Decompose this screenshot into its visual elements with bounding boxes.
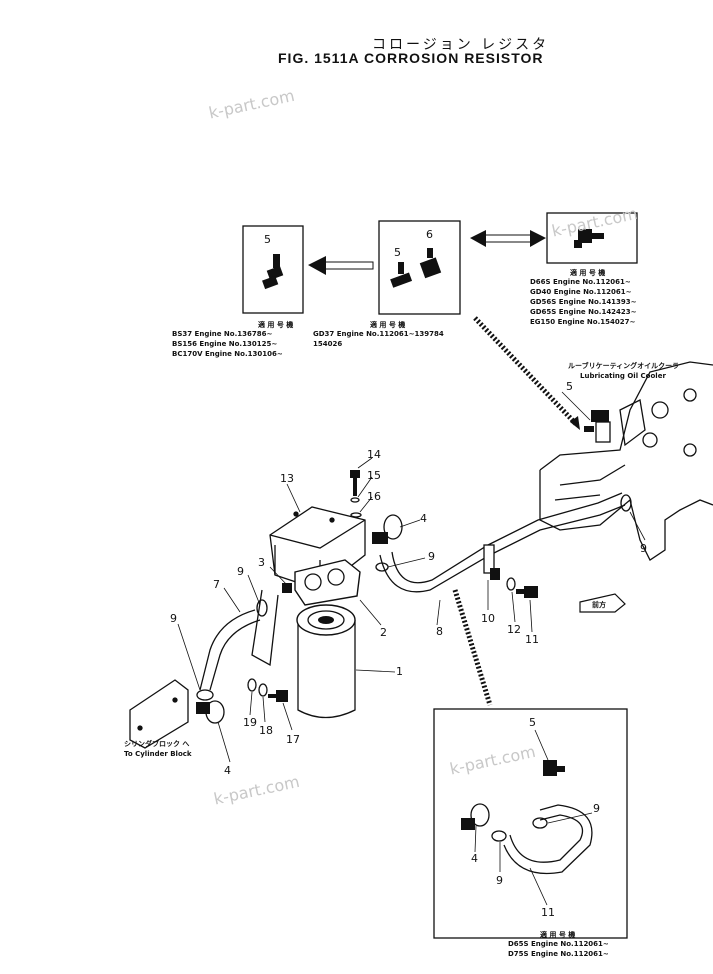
applicability-right-row: GD40 Engine No.112061~: [530, 288, 632, 296]
callout-number: 15: [367, 469, 381, 482]
clamp-part-9-left: [196, 689, 214, 701]
fitting-part-5-cooler: [584, 410, 611, 443]
callout-number: 5: [566, 380, 573, 393]
applicability-right-row: EG150 Engine No.154027~: [530, 318, 636, 326]
clamp-part-9-mid: [256, 599, 268, 617]
callout-number: 11: [525, 633, 539, 646]
applicability-center-row: 154026: [313, 340, 343, 348]
callout-number: 12: [507, 623, 521, 636]
applicability-right-row: D66S Engine No.112061~: [530, 278, 631, 286]
applicability-right-row: GD56S Engine No.141393~: [530, 298, 637, 306]
fitting-part-5-left: [262, 254, 284, 290]
callout-number: 19: [243, 716, 257, 729]
callout-number: 1: [396, 665, 403, 678]
inset-box-right: [546, 212, 638, 264]
callout-number: 9: [496, 874, 503, 887]
callout-number: 8: [436, 625, 443, 638]
valve-part-4-lower: [196, 700, 225, 724]
callout-number: 5: [264, 233, 271, 246]
filter-part-1: [296, 604, 356, 719]
oil-cooler-label: Lubricating Oil Cooler: [580, 372, 666, 380]
cylinder-block-label-jp: シリンダブロック へ: [124, 740, 190, 748]
applicability-left-row: BS156 Engine No.130125~: [172, 340, 278, 348]
leader-lines: [177, 391, 646, 906]
applicability-left-row: BS37 Engine No.136786~: [172, 330, 273, 338]
applicability-right-header: 適 用 号 機: [570, 269, 606, 277]
callout-number: 10: [481, 612, 495, 625]
bolt-part-17: [268, 690, 288, 702]
callout-number: 5: [529, 716, 536, 729]
callout-number: 9: [640, 542, 647, 555]
callout-number: 4: [420, 512, 427, 525]
fitting-part-6-center: [419, 248, 442, 279]
arrow-to-left-inset: [308, 256, 374, 275]
elbow-fitting-right: [574, 229, 604, 248]
cylinder-block-label: To Cylinder Block: [124, 750, 192, 758]
hose-part-7: [199, 609, 261, 691]
callout-number: 4: [471, 852, 478, 865]
bolt-part-11-upper: [516, 586, 538, 598]
callout-number: 13: [280, 472, 294, 485]
front-direction-arrow: [579, 593, 626, 613]
callout-number: 6: [426, 228, 433, 241]
applicability-center-row: GD37 Engine No.112061~139784: [313, 330, 444, 338]
applicability-left-row: BC170V Engine No.130106~: [172, 350, 283, 358]
valve-part-4-bottom: [461, 803, 490, 830]
callout-number: 4: [224, 764, 231, 777]
washer-part-15: [350, 497, 360, 503]
pointer-line-to-bottom-inset: [452, 589, 493, 706]
applicability-left-header: 適 用 号 機: [258, 321, 294, 329]
callout-number: 9: [237, 565, 244, 578]
cylinder-block-plate: [129, 679, 189, 749]
callout-number: 14: [367, 448, 381, 461]
oil-cooler-body: [539, 361, 713, 561]
inset-box-center: [378, 220, 461, 315]
fitting-part-5-center: [390, 262, 413, 288]
callout-number: 2: [380, 626, 387, 639]
washer-part-12: [506, 577, 516, 591]
applicability-bottom-header: 適 用 号 機: [540, 931, 576, 939]
callout-number: 5: [394, 246, 401, 259]
washer-part-19: [247, 678, 257, 692]
applicability-bottom-row: D75S Engine No.112061~: [508, 950, 609, 958]
clamp-part-9-bottom-right: [532, 817, 548, 829]
clip-part-10: [483, 544, 500, 580]
applicability-right-row: GD65S Engine No.142423~: [530, 308, 637, 316]
callout-number: 3: [258, 556, 265, 569]
applicability-center-header: 適 用 号 機: [370, 321, 406, 329]
pointer-line-to-cooler: [473, 316, 580, 430]
fitting-part-5-bottom: [543, 760, 565, 776]
callout-number: 16: [367, 490, 381, 503]
clamp-part-9-bottom: [491, 830, 507, 842]
callout-number: 11: [541, 906, 555, 919]
title-japanese: コロージョン レジスタ: [372, 37, 550, 53]
valve-part-4-upper: [372, 514, 403, 544]
front-mark-label: 前方: [592, 601, 606, 609]
figure-title: FIG. 1511A CORROSION RESISTOR: [278, 50, 544, 66]
applicability-bottom-row: D65S Engine No.112061~: [508, 940, 609, 948]
bolt-part-14: [350, 470, 360, 496]
callout-number: 17: [286, 733, 300, 746]
double-arrow-right: [470, 230, 546, 247]
clamp-part-9-upper-right: [620, 494, 632, 512]
callout-number: 18: [259, 724, 273, 737]
washer-part-18: [258, 683, 268, 697]
washer-part-16: [350, 512, 362, 518]
callout-number: 7: [213, 578, 220, 591]
callout-number: 9: [170, 612, 177, 625]
filter-head-part-2: [282, 559, 361, 606]
hose-part-11-bottom: [503, 804, 593, 875]
inset-box-bottom: [433, 708, 628, 939]
callout-number: 9: [428, 550, 435, 563]
oil-cooler-label-jp: ルーブリケーティングオイルクーラ: [568, 362, 680, 370]
inset-box-left: [242, 225, 304, 314]
callout-number: 9: [593, 802, 600, 815]
hose-part-8: [379, 492, 626, 593]
